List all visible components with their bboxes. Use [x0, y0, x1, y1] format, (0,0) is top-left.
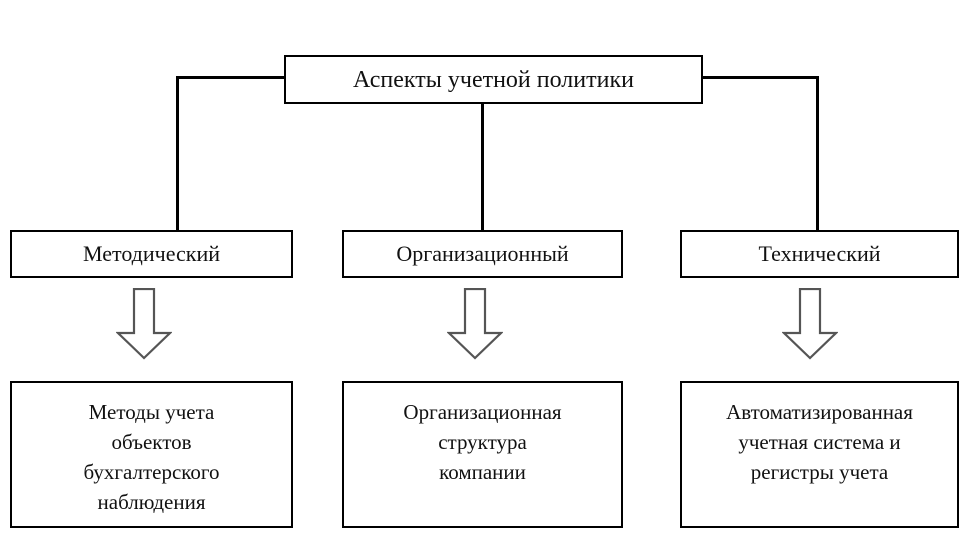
detail-node-label: Автоматизированная учетная система и рег… [726, 400, 913, 484]
aspect-node-label: Технический [758, 241, 881, 266]
connector-root-to-right-vertical [816, 76, 819, 232]
down-block-arrow-icon [447, 288, 503, 360]
connector-root-to-right-horizontal [701, 76, 819, 79]
root-node-label: Аспекты учетной политики [353, 66, 634, 93]
down-block-arrow-icon [782, 288, 838, 360]
root-node: Аспекты учетной политики [284, 55, 703, 104]
detail-node-technical: Автоматизированная учетная система и рег… [680, 381, 959, 528]
down-block-arrow-icon [116, 288, 172, 360]
detail-node-methodical: Методы учета объектов бухгалтерского наб… [10, 381, 293, 528]
connector-root-to-left-horizontal [176, 76, 286, 79]
detail-node-organizational: Организационная структура компании [342, 381, 623, 528]
aspect-node-organizational: Организационный [342, 230, 623, 278]
connector-root-to-left-vertical [176, 76, 179, 232]
detail-node-label: Методы учета объектов бухгалтерского наб… [83, 400, 220, 514]
aspect-node-label: Методический [82, 241, 221, 266]
aspect-node-methodical: Методический [10, 230, 293, 278]
aspect-node-label: Организационный [396, 241, 569, 266]
aspect-node-technical: Технический [680, 230, 959, 278]
connector-root-to-middle-vertical [481, 102, 484, 232]
detail-node-label: Организационная структура компании [403, 400, 562, 484]
